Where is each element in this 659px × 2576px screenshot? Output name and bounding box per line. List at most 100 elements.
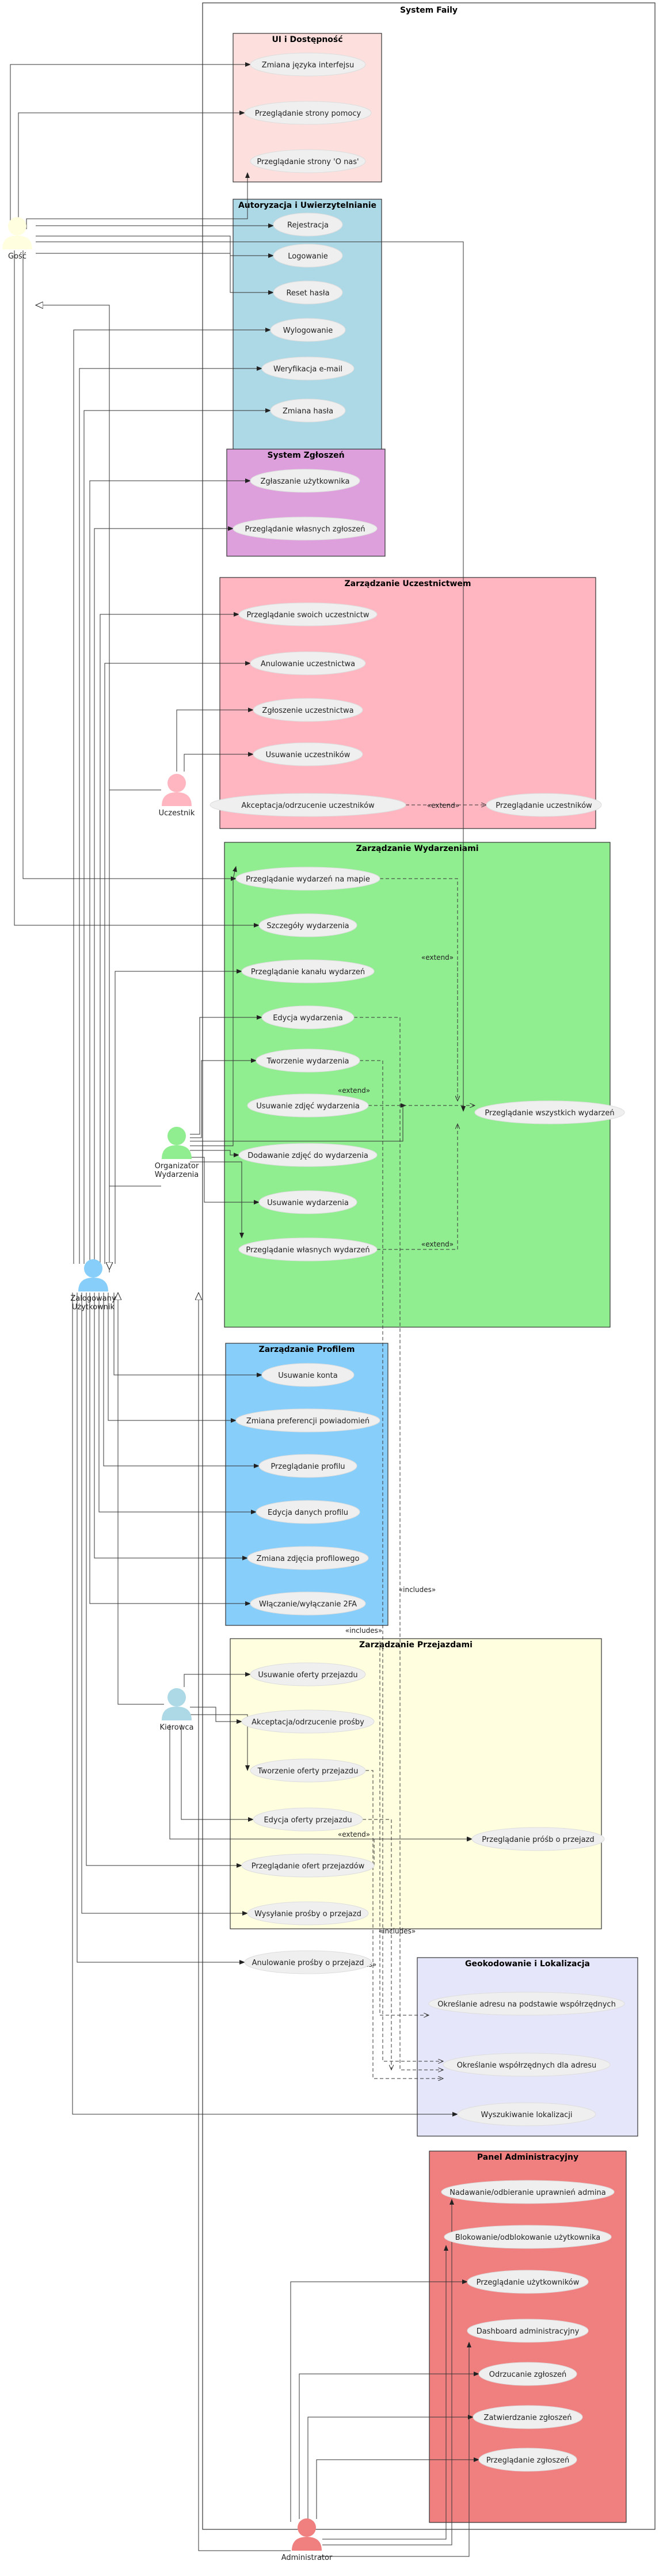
association	[103, 1293, 260, 1468]
use-case-del_account	[261, 1363, 355, 1387]
association	[36, 241, 466, 1112]
use-case-report_user	[250, 469, 360, 493]
use-case-label-block: Blokowanie/odblokowanie użytkownika	[455, 2233, 601, 2242]
use-case-accept_req	[241, 1709, 375, 1734]
use-case-label-remove_part: Usuwanie uczestników	[266, 751, 351, 759]
association	[72, 1293, 458, 2117]
use-case-details	[258, 913, 357, 937]
generalization	[199, 1293, 291, 2551]
use-case-label-lang: Zmiana języka interfejsu	[262, 61, 355, 70]
stereotype-label: «extend»	[338, 1086, 370, 1095]
use-case-register	[273, 212, 343, 237]
use-case-twofa	[250, 1591, 366, 1616]
use-case-label-accept_part: Akceptacja/odrzucenie uczestników	[241, 801, 375, 810]
package-title-admin: Panel Administracyjny	[477, 2153, 578, 2162]
actor-driver: Kierowca	[160, 1688, 193, 1732]
package-title-rides: Zarządzanie Przejazdami	[359, 1640, 473, 1650]
use-case-create_offer	[250, 1758, 366, 1783]
use-case-label-view_reqs: Przeglądanie próśb o przejazd	[482, 1836, 594, 1844]
actor-label-admin: Administrator	[281, 2554, 333, 2562]
use-case-view_reqs	[471, 1827, 605, 1851]
use-case-remove_part	[253, 742, 363, 766]
actor-label-participant: Uczestnik	[159, 809, 195, 818]
use-case-all_events	[474, 1100, 625, 1124]
use-case-label-register: Rejestracja	[287, 221, 329, 230]
use-case-label-approve: Zatwierdzanie zgłoszeń	[484, 2414, 572, 2422]
stereotype-label: «extend»	[421, 1240, 454, 1248]
package-profile	[225, 1343, 388, 1626]
use-case-label-dashboard: Dashboard administracyjny	[477, 2327, 580, 2336]
use-case-about	[250, 149, 366, 173]
use-case-dashboard	[467, 2319, 589, 2343]
dependency	[365, 1770, 443, 2079]
stereotype-label: «includes»	[379, 1927, 416, 1935]
package-title-auth: Autoryzacja i Uwierzytelnianie	[238, 201, 376, 210]
association	[89, 478, 251, 1264]
association	[94, 1293, 248, 1560]
association	[299, 2372, 479, 2519]
association	[77, 1293, 245, 1965]
dependency	[379, 1641, 429, 2015]
association	[176, 708, 254, 772]
use-case-label-geo_addr: Określanie adresu na podstawie współrzęd…	[437, 2000, 616, 2009]
use-case-label-map: Przeglądanie wydarzeń na mapie	[246, 875, 370, 884]
use-case-label-change_pw: Zmiana hasła	[283, 407, 333, 416]
actor-label-guest: Gość	[8, 252, 26, 261]
stereotype-label: «extend»	[427, 801, 459, 810]
association	[108, 1293, 237, 1423]
association	[86, 1293, 242, 1868]
use-case-reset	[273, 280, 343, 305]
use-case-create_event	[256, 1048, 360, 1073]
association	[79, 366, 262, 1264]
association	[36, 253, 274, 295]
use-case-block	[444, 2225, 612, 2249]
use-case-label-view_part: Przeglądanie uczestników	[496, 801, 592, 810]
use-case-label-apply_part: Zgłoszenie uczestnictwa	[262, 706, 353, 715]
use-case-edit_offer	[253, 1807, 363, 1832]
use-case-label-own_part: Przeglądanie swoich uczestnictw	[246, 611, 369, 620]
generalization	[36, 305, 110, 1272]
association	[89, 1293, 251, 1606]
association	[184, 752, 254, 772]
use-case-map	[235, 867, 380, 891]
use-case-change_pw	[270, 398, 346, 423]
use-case-view_profile	[258, 1454, 357, 1478]
dependency	[374, 1839, 472, 1865]
use-case-label-cancel_req: Anulowanie prośby o przejazd	[252, 1959, 364, 1967]
use-case-help	[244, 101, 372, 125]
association	[36, 235, 274, 258]
use-case-label-del_account: Usuwanie konta	[278, 1371, 337, 1380]
use-case-label-about: Przeglądanie strony 'O nas'	[257, 158, 359, 166]
association	[14, 250, 260, 928]
association	[113, 1293, 262, 1377]
use-case-login	[273, 244, 343, 268]
system-title: System Faily	[400, 6, 458, 15]
use-case-logout	[270, 318, 346, 342]
use-case-label-own_events: Przeglądanie własnych wydarzeń	[246, 1246, 370, 1255]
use-case-verify	[261, 356, 355, 381]
association	[26, 172, 250, 229]
use-case-cancel_req	[244, 1950, 372, 1974]
use-case-own_events	[238, 1237, 378, 1262]
association	[190, 1157, 260, 1205]
use-case-label-del_offer: Usuwanie oferty przejazdu	[258, 1671, 357, 1680]
dependency	[360, 1060, 443, 2061]
stereotype-label: «includes»	[399, 1586, 436, 1594]
association	[184, 1672, 251, 1687]
dependency	[354, 1017, 443, 2070]
association	[22, 250, 237, 881]
use-case-channel	[241, 959, 375, 983]
association	[190, 1015, 262, 1135]
association	[115, 969, 242, 1264]
use-case-label-view_profile: Przeglądanie profilu	[271, 1462, 345, 1471]
use-case-label-all_events: Przeglądanie wszystkich wydarzeń	[485, 1109, 614, 1118]
use-case-del_offer	[250, 1662, 366, 1686]
package-title-profile: Zarządzanie Profilem	[259, 1345, 355, 1354]
use-case-label-photo: Zmiana zdjęcia profilowego	[257, 1555, 360, 1563]
use-case-label-own_reports: Przeglądanie własnych zgłoszeń	[245, 525, 365, 534]
use-case-users	[467, 2270, 589, 2294]
use-case-notif_pref	[235, 1408, 380, 1433]
use-case-label-edit_event: Edycja wydarzenia	[273, 1014, 343, 1023]
